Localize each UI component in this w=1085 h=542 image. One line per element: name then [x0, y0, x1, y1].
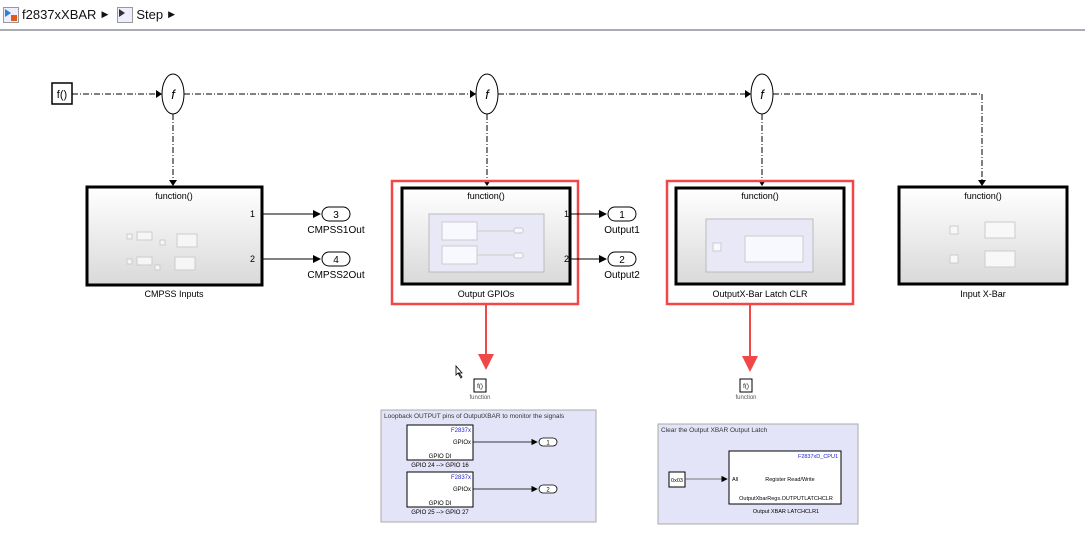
svg-text:2: 2 [564, 254, 569, 264]
function-call-splitter[interactable]: f [161, 73, 185, 115]
svg-text:Clear the Output XBAR Output L: Clear the Output XBAR Output Latch [661, 427, 768, 434]
function-call-trigger-block[interactable]: f() [51, 82, 73, 105]
subsystem-cmpss-inputs[interactable]: function() 1 2 CMPSS Inputs [85, 185, 264, 299]
breadcrumb-step[interactable]: Step [117, 6, 164, 23]
svg-text:f(): f() [57, 89, 67, 101]
breadcrumb-arrow-icon[interactable]: ▶ [168, 9, 176, 19]
svg-text:f(): f() [477, 384, 483, 390]
breadcrumb-model[interactable]: f2837xXBAR [3, 6, 97, 23]
svg-text:F2837xD_CPU1: F2837xD_CPU1 [798, 454, 838, 460]
mouse-cursor-icon [455, 364, 463, 379]
svg-text:function: function [469, 395, 490, 401]
svg-text:GPIOx: GPIOx [453, 487, 471, 493]
highlight-box [665, 179, 855, 306]
svg-text:GPIOx: GPIOx [453, 440, 471, 446]
svg-text:2: 2 [250, 254, 255, 264]
subsystem-output-gpios[interactable]: function() 1 2 Output GPIOs [400, 186, 572, 299]
svg-text:F2837x: F2837x [451, 428, 471, 434]
svg-text:function(): function() [467, 191, 505, 201]
svg-text:2: 2 [619, 255, 625, 266]
svg-text:Output XBAR LATCHCLR1: Output XBAR LATCHCLR1 [753, 509, 819, 515]
svg-text:3: 3 [333, 210, 339, 221]
svg-text:1: 1 [250, 209, 255, 219]
outport-1[interactable]: 1 [538, 437, 558, 447]
register-read-write-block[interactable]: F2837xD_CPU1 All Register Read/Write Out… [728, 450, 842, 515]
svg-text:function(): function() [964, 191, 1002, 201]
block-label: CMPSS Inputs [144, 289, 204, 299]
function-call-splitter[interactable]: f [750, 73, 774, 115]
svg-text:f(): f() [743, 384, 749, 390]
svg-text:function: function [735, 395, 756, 401]
highlight-box [390, 179, 580, 306]
svg-text:2: 2 [546, 488, 550, 494]
svg-text:OutputXbarRegs.OUTPUTLATCHCLR: OutputXbarRegs.OUTPUTLATCHCLR [739, 496, 833, 502]
breadcrumb-arrow-icon[interactable]: ▶ [101, 9, 109, 19]
svg-text:f: f [485, 87, 490, 102]
function-block[interactable]: f() function [735, 378, 757, 401]
svg-text:1: 1 [564, 209, 569, 219]
svg-text:All: All [732, 477, 738, 483]
svg-text:Loopback OUTPUT pins of Output: Loopback OUTPUT pins of OutputXBAR to mo… [384, 413, 565, 420]
svg-text:GPIO DI: GPIO DI [429, 454, 452, 460]
svg-text:GPIO 25 --> GPIO 27: GPIO 25 --> GPIO 27 [411, 510, 469, 516]
svg-text:1: 1 [546, 441, 550, 447]
subsystem-icon [117, 6, 134, 23]
svg-text:Register Read/Write: Register Read/Write [765, 477, 814, 483]
subsystem-input-x-bar[interactable]: function() Input X-Bar [897, 185, 1069, 299]
svg-text:0x03: 0x03 [671, 478, 683, 484]
svg-text:f: f [760, 87, 765, 102]
block-label: Output GPIOs [458, 289, 515, 299]
svg-text:F2837x: F2837x [451, 475, 471, 481]
function-call-splitter[interactable]: f [475, 73, 499, 115]
svg-text:GPIO 24 --> GPIO 16: GPIO 24 --> GPIO 16 [411, 463, 469, 469]
svg-text:1: 1 [619, 210, 625, 221]
subsystem-outputxbar-latch-clr[interactable]: function() OutputX-Bar Latch CLR [674, 186, 846, 299]
breadcrumb-model-label: f2837xXBAR [22, 7, 97, 22]
function-call-lines[interactable] [72, 93, 983, 180]
block-label: Input X-Bar [960, 289, 1006, 299]
svg-text:CMPSS1Out: CMPSS1Out [307, 225, 364, 236]
svg-text:Output2: Output2 [604, 270, 640, 281]
svg-text:function(): function() [741, 191, 779, 201]
gpio-di-block-1[interactable]: F2837x GPIOx GPIO DI GPIO 24 --> GPIO 16 [406, 424, 474, 469]
gpio-di-block-2[interactable]: F2837x GPIOx GPIO DI GPIO 25 --> GPIO 27 [406, 471, 474, 516]
function-block[interactable]: f() function [469, 378, 491, 401]
svg-text:CMPSS2Out: CMPSS2Out [307, 270, 364, 281]
outport-2[interactable]: 2 [538, 484, 558, 494]
svg-text:GPIO DI: GPIO DI [429, 501, 452, 507]
breadcrumb-bar: f2837xXBAR ▶ Step ▶ [0, 0, 1085, 31]
svg-text:function(): function() [155, 191, 193, 201]
block-label: OutputX-Bar Latch CLR [712, 289, 808, 299]
svg-text:Output1: Output1 [604, 225, 640, 236]
breadcrumb-step-label: Step [136, 7, 164, 22]
constant-block[interactable]: 0x03 [668, 471, 686, 488]
svg-text:f: f [171, 87, 176, 102]
svg-text:4: 4 [333, 255, 339, 266]
model-icon [3, 6, 19, 23]
